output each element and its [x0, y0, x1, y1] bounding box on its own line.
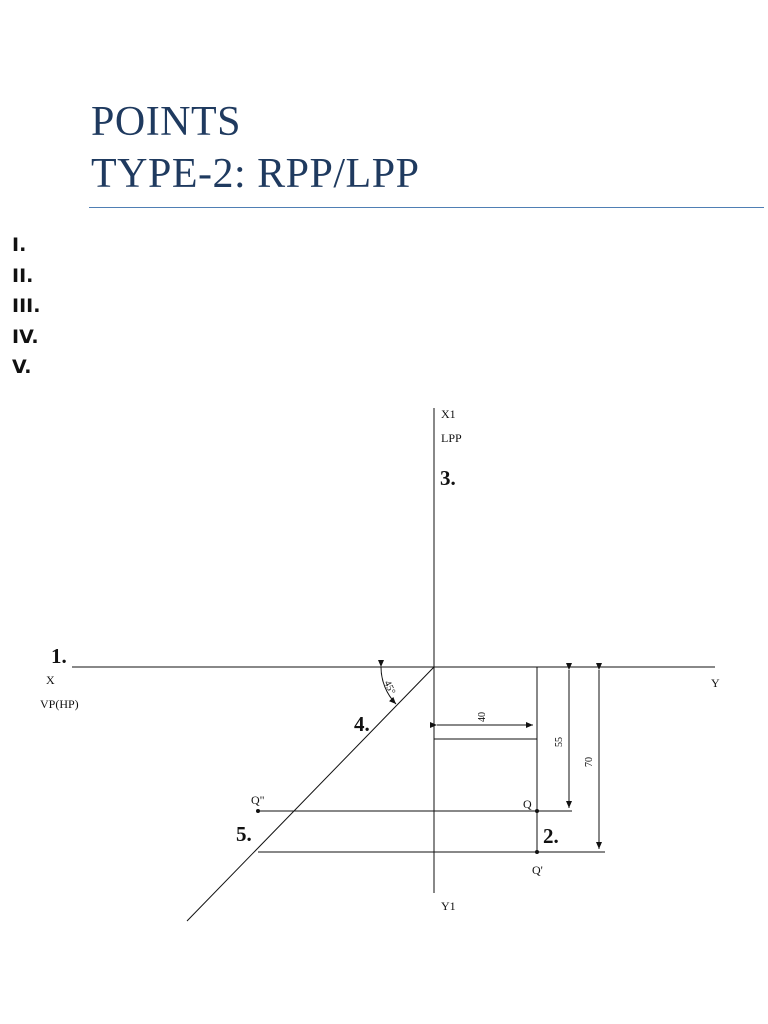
- step-5: 5.: [236, 822, 252, 846]
- label-q-double-prime: Q": [251, 793, 265, 807]
- roman-numeral-list: I. II. III. IV. V.: [12, 230, 40, 383]
- title-line-2: TYPE-2: RPP/LPP: [91, 151, 420, 197]
- title-line-1: POINTS: [91, 99, 242, 145]
- step-2: 2.: [543, 824, 559, 848]
- label-q: Q: [523, 797, 532, 811]
- label-y: Y: [711, 676, 720, 690]
- angle-text-45: 45°: [381, 679, 397, 696]
- label-vp-hp: VP(HP): [40, 697, 79, 711]
- miter-line-45: [186, 666, 435, 922]
- dimension-text-55: 55: [554, 737, 565, 747]
- label-lpp: LPP: [441, 431, 462, 445]
- step-1: 1.: [51, 644, 67, 668]
- list-item: I.: [12, 234, 27, 256]
- label-q-prime: Q': [532, 863, 543, 877]
- dimension-text-70: 70: [584, 757, 595, 767]
- label-x1: X1: [441, 407, 456, 421]
- dimension-text-40: 40: [477, 712, 488, 722]
- label-y1: Y1: [441, 899, 456, 913]
- label-x: X: [46, 673, 55, 687]
- list-item: V.: [12, 356, 32, 378]
- list-item: II.: [12, 264, 34, 287]
- list-item: III.: [12, 295, 41, 317]
- page-title: POINTS TYPE-2: RPP/LPP: [91, 96, 419, 200]
- list-item: IV.: [12, 325, 39, 348]
- step-4: 4.: [354, 712, 370, 736]
- point-q-double-prime: [256, 809, 260, 813]
- point-q: [535, 809, 539, 813]
- angle-arc-45: [378, 659, 397, 705]
- point-q-prime: [535, 850, 539, 854]
- title-underline: [89, 207, 764, 208]
- step-3: 3.: [440, 466, 456, 490]
